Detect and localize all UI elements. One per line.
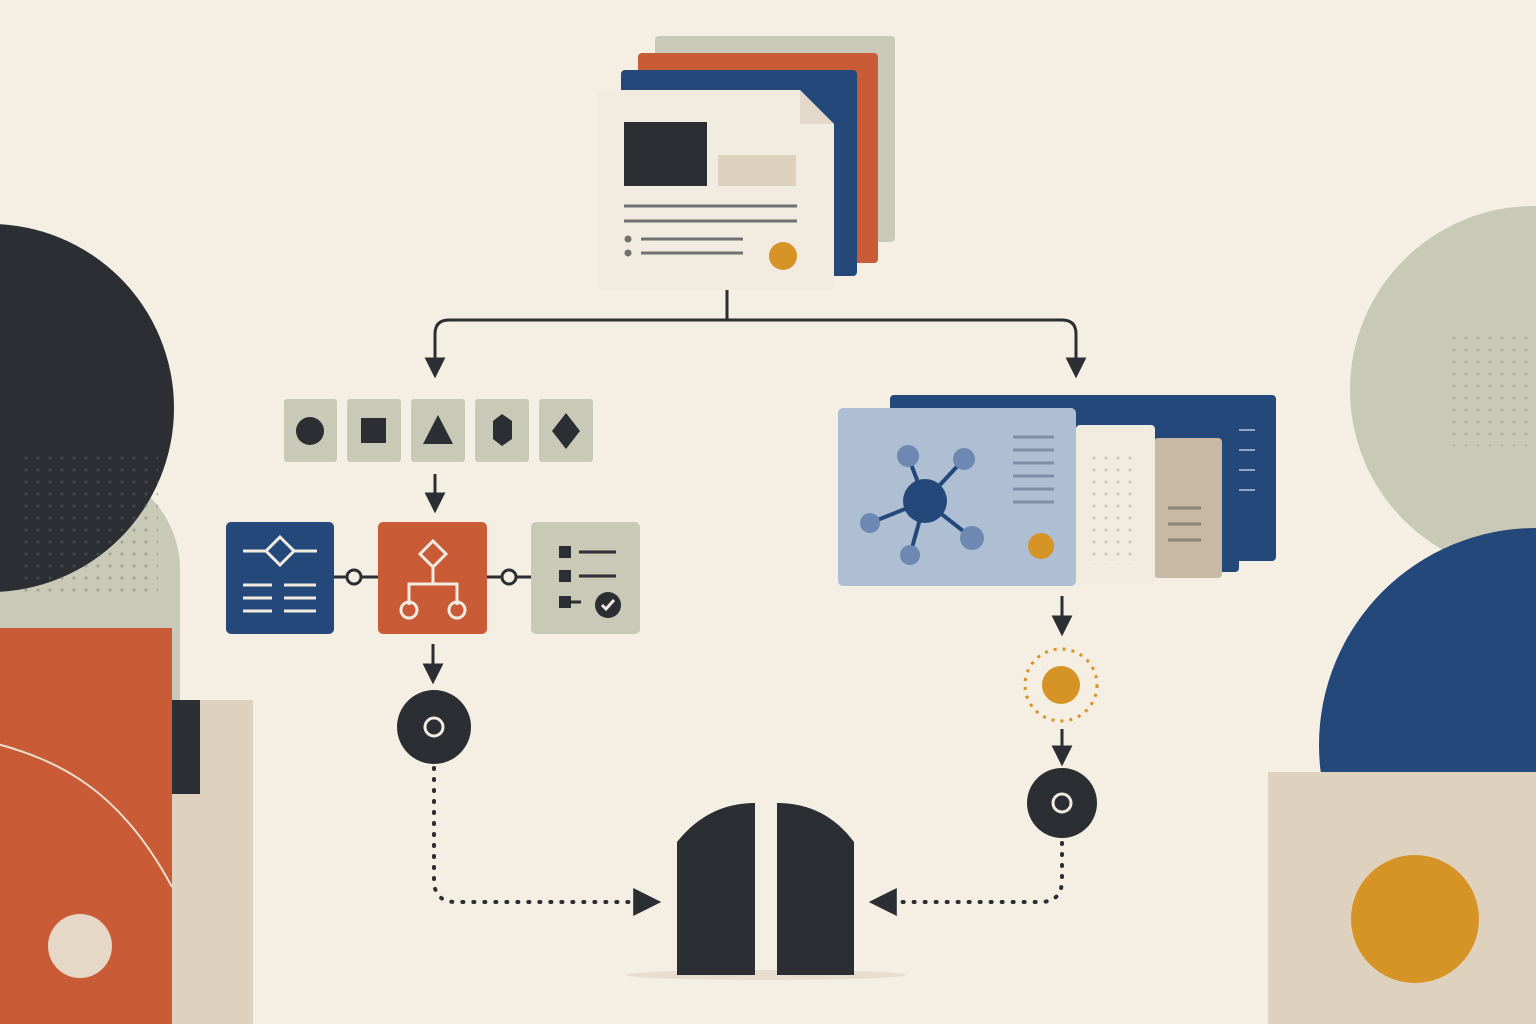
gate-icon <box>677 803 755 975</box>
process-cards <box>226 522 640 634</box>
glowing-node-icon <box>1042 666 1080 704</box>
target-node-icon <box>423 716 445 738</box>
merge-connectors <box>432 766 1064 916</box>
network-graph-icon <box>860 445 984 565</box>
right-target-node[interactable] <box>1027 768 1097 838</box>
gate[interactable] <box>626 803 906 980</box>
triangle-icon <box>423 415 453 444</box>
left-decoration <box>0 224 253 1024</box>
source-document-stack <box>598 36 895 290</box>
decision-diagram-icon <box>263 534 297 568</box>
target-node-icon <box>1051 792 1073 814</box>
network-card-stack <box>838 395 1276 586</box>
shape-tiles <box>284 399 593 462</box>
tile-square[interactable] <box>347 399 401 462</box>
tile-triangle[interactable] <box>411 399 465 462</box>
checklist-card[interactable] <box>531 522 640 634</box>
decision-card[interactable] <box>226 522 334 634</box>
left-target-node[interactable] <box>397 690 471 764</box>
document-image-block <box>624 122 707 186</box>
tile-circle[interactable] <box>284 399 337 462</box>
hexagon-icon <box>493 414 512 446</box>
glowing-node[interactable] <box>1023 647 1099 723</box>
circle-icon <box>296 417 324 445</box>
connector-node <box>500 568 518 586</box>
glow-ring <box>1023 647 1099 723</box>
right-decoration <box>1268 206 1536 1024</box>
top-split-connector <box>424 290 1087 379</box>
branching-card[interactable] <box>378 522 487 634</box>
connector-node <box>345 568 363 586</box>
diamond-icon <box>552 413 580 449</box>
square-icon <box>361 418 386 443</box>
tile-hexagon[interactable] <box>475 399 529 462</box>
tile-diamond[interactable] <box>539 399 593 462</box>
